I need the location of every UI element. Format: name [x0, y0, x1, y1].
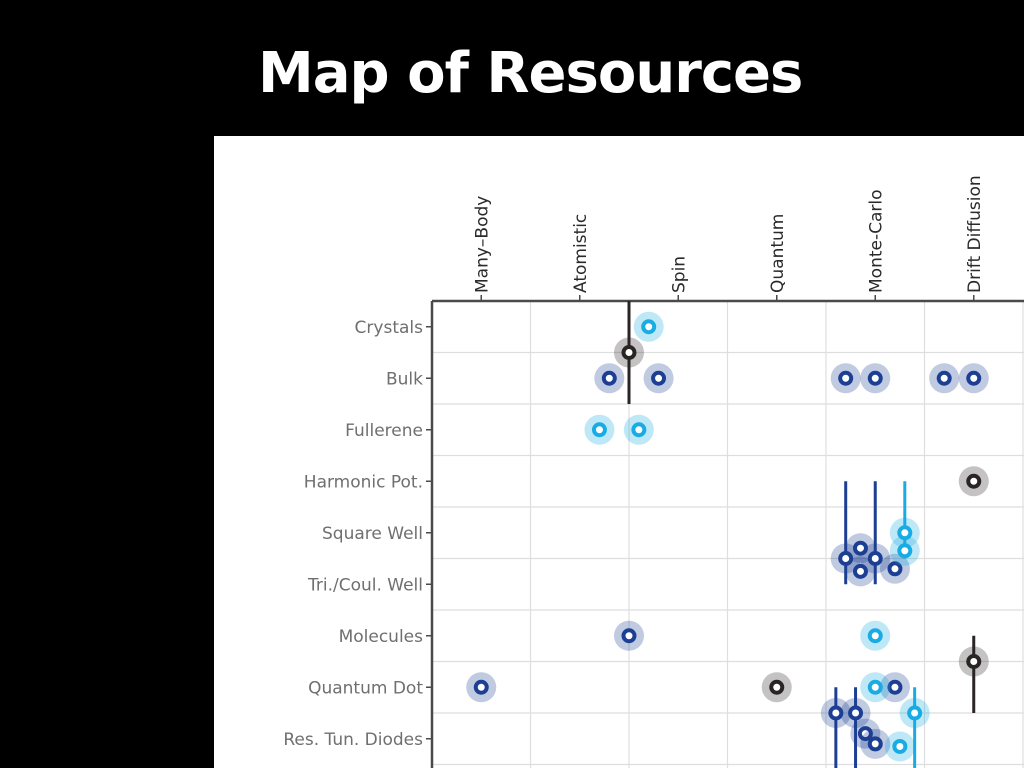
data-point-marker — [867, 679, 883, 695]
data-point-marker — [838, 551, 854, 566]
data-point — [860, 620, 891, 651]
data-point-marker — [591, 422, 607, 438]
data-point-marker — [936, 370, 952, 386]
data-point-marker — [631, 422, 647, 438]
row-label: Harmonic Pot. — [304, 472, 423, 492]
data-point-marker — [641, 319, 657, 335]
row-label: Molecules — [339, 627, 424, 647]
data-point-marker — [651, 370, 667, 386]
data-points — [466, 311, 989, 762]
data-point-marker — [892, 738, 908, 754]
data-point — [633, 311, 664, 342]
data-point-marker — [867, 551, 883, 566]
data-point-marker — [601, 370, 617, 386]
data-point — [845, 556, 876, 587]
row-label: Res. Tun. Diodes — [283, 730, 423, 750]
data-point — [614, 620, 644, 651]
data-point — [594, 363, 625, 394]
data-point-marker — [852, 563, 868, 579]
data-point — [889, 535, 920, 566]
data-point — [820, 698, 851, 728]
data-point-marker — [867, 628, 883, 644]
data-point — [643, 363, 674, 394]
data-point — [830, 363, 861, 394]
data-point-marker — [838, 370, 854, 386]
data-point-marker — [887, 561, 903, 577]
data-point — [761, 672, 792, 703]
column-label: Quantum — [768, 214, 788, 293]
data-point-marker — [848, 705, 864, 721]
axis-layer — [426, 295, 1024, 768]
column-label: Monte-Carlo — [866, 189, 886, 293]
data-point — [879, 672, 910, 703]
data-point — [879, 553, 910, 584]
data-point — [614, 337, 644, 368]
row-label: Crystals — [355, 318, 424, 338]
column-label: Many–Body — [472, 196, 492, 293]
data-point — [845, 533, 876, 564]
data-point — [840, 698, 871, 728]
data-point-marker — [966, 654, 982, 669]
data-point-marker — [857, 726, 873, 742]
data-point — [958, 363, 989, 394]
data-point — [889, 517, 920, 548]
data-point — [623, 414, 654, 445]
data-point-marker — [867, 370, 883, 386]
data-point-marker — [966, 473, 982, 489]
data-point-marker — [897, 525, 913, 541]
data-point-marker — [897, 543, 913, 559]
data-point — [466, 672, 497, 703]
data-point — [860, 672, 891, 703]
grid-layer — [432, 301, 1024, 768]
row-label: Quantum Dot — [308, 678, 423, 698]
data-point — [860, 543, 891, 574]
data-point-marker — [867, 736, 883, 752]
column-label: Spin — [669, 256, 689, 293]
data-point — [584, 414, 615, 445]
row-label: Tri./Coul. Well — [307, 575, 423, 595]
column-label: Drift Diffusion — [965, 175, 985, 293]
data-point — [929, 363, 960, 394]
data-point — [884, 731, 915, 762]
data-point-marker — [473, 679, 489, 695]
column-label: Atomistic — [571, 214, 591, 293]
data-point — [958, 646, 989, 677]
row-label: Bulk — [386, 369, 423, 389]
slide-title: Map of Resources — [258, 41, 803, 106]
data-point-marker — [887, 679, 903, 695]
data-point — [958, 466, 989, 497]
data-point-marker — [907, 705, 923, 721]
data-point — [860, 363, 891, 394]
data-point — [830, 543, 861, 574]
row-label: Square Well — [322, 524, 423, 544]
data-point-marker — [621, 345, 637, 360]
range-bars — [627, 301, 976, 768]
data-point — [899, 698, 930, 728]
data-point-marker — [852, 540, 868, 556]
data-point-marker — [769, 679, 785, 695]
data-point-marker — [966, 370, 982, 386]
data-point-marker — [828, 705, 844, 721]
data-point — [860, 728, 891, 759]
row-label: Fullerene — [345, 421, 423, 441]
data-point-marker — [621, 628, 637, 644]
